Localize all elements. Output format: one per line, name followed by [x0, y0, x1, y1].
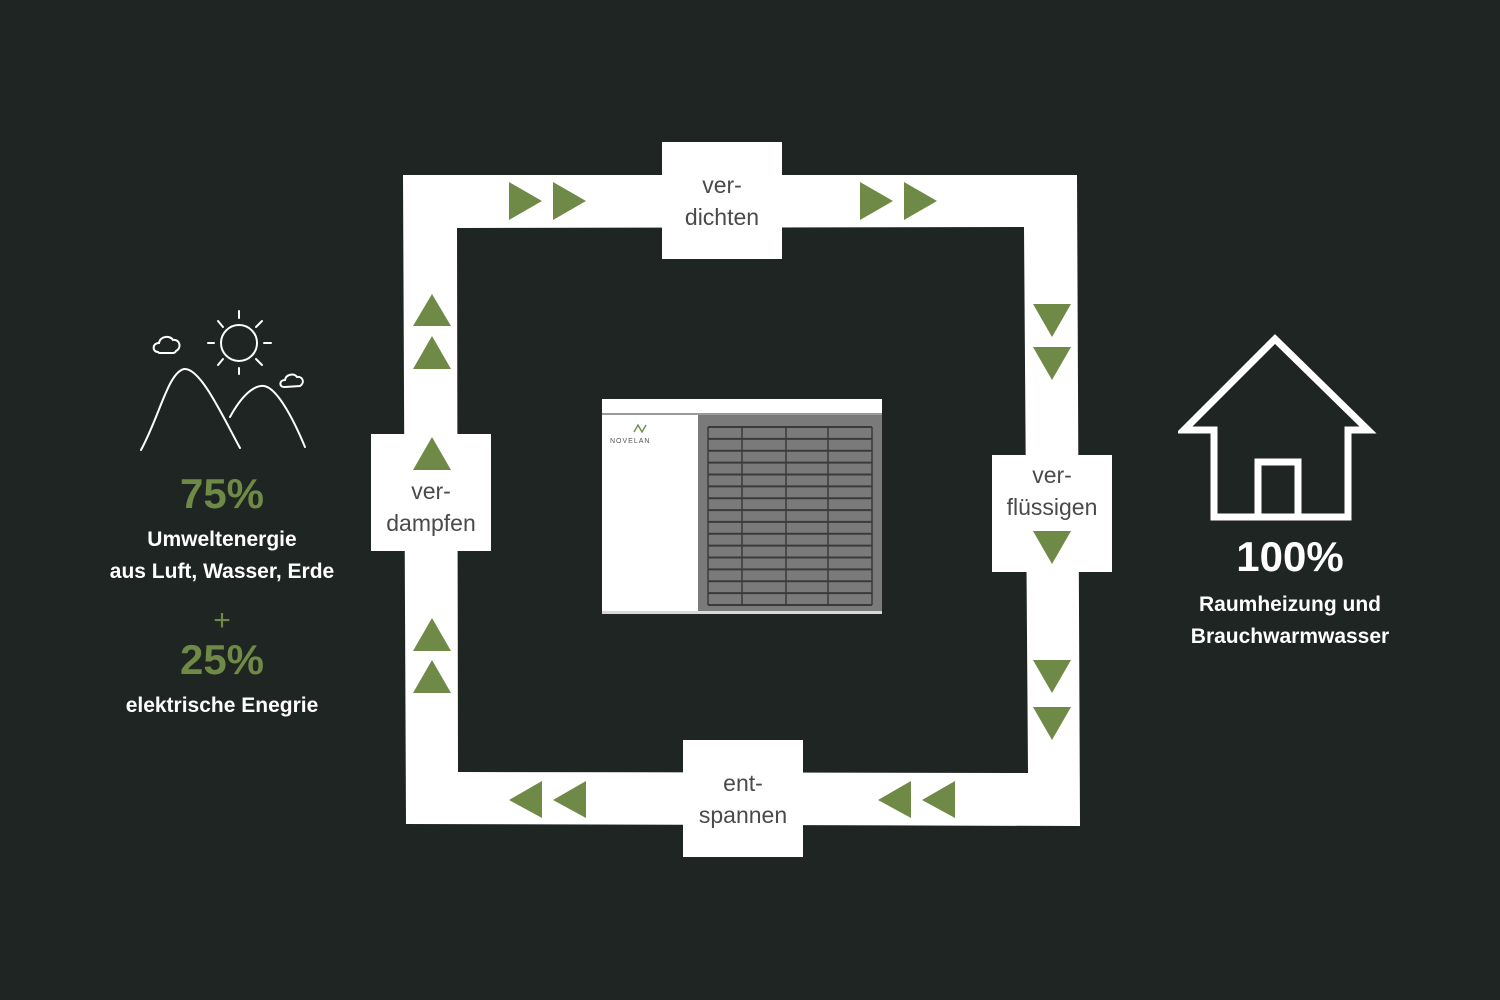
- output-label-line2: Brauchwarmwasser: [1190, 625, 1390, 648]
- electric-percent: 25%: [179, 636, 265, 683]
- flow-arrow-up-icon: [413, 437, 451, 470]
- step-compress-line2: dichten: [684, 203, 760, 230]
- house-icon: [1178, 334, 1377, 521]
- flow-arrow-left-icon: [878, 781, 911, 818]
- plus-sign: +: [213, 604, 231, 637]
- step-expand: ent- spannen: [683, 740, 803, 857]
- flow-arrow-left-icon: [509, 781, 542, 818]
- step-expand-line1: ent-: [723, 769, 763, 796]
- flow-arrow-up-icon: [413, 336, 451, 369]
- environment-label-line2: aus Luft, Wasser, Erde: [109, 560, 335, 583]
- output-percent: 100%: [1236, 533, 1344, 580]
- step-condense-line2: flüssigen: [1006, 494, 1098, 520]
- heat-pump-unit-illustration: [602, 399, 882, 614]
- flow-arrow-right-icon: [553, 182, 586, 220]
- brand-logo-text: NOVELAN: [610, 438, 651, 445]
- ventilation-grille: [707, 426, 873, 606]
- flow-arrow-up-icon: [413, 660, 451, 693]
- flow-arrow-down-icon: [1033, 707, 1071, 740]
- flow-arrow-down-icon: [1033, 660, 1071, 693]
- step-evaporate-line1: ver-: [411, 478, 451, 504]
- flow-arrow-left-icon: [922, 781, 955, 818]
- flow-arrow-down-icon: [1033, 347, 1071, 380]
- step-compress: ver- dichten: [662, 142, 782, 259]
- step-condense: ver- flüssigen: [992, 455, 1112, 572]
- flow-arrow-up-icon: [413, 294, 451, 326]
- output-label-line1: Raumheizung und: [1199, 593, 1381, 616]
- cloud-icon: [279, 373, 304, 388]
- flow-arrow-left-icon: [553, 781, 586, 818]
- landscape-sun-mountains-icon: [140, 310, 306, 451]
- heat-pump-unit: NOVELAN: [602, 399, 882, 615]
- output-label: Raumheizung und Brauchwarmwasser: [1140, 589, 1440, 653]
- flow-arrow-right-icon: [509, 182, 542, 220]
- flow-arrow-right-icon: [904, 182, 937, 220]
- environment-label: Umweltenergie aus Luft, Wasser, Erde: [72, 524, 372, 588]
- step-expand-line2: spannen: [698, 801, 788, 828]
- flow-arrow-down-icon: [1033, 304, 1071, 337]
- mountain-icon: [229, 384, 306, 448]
- environment-label-line1: Umweltenergie: [147, 528, 297, 551]
- step-evaporate-line2: dampfen: [386, 510, 476, 536]
- environment-percent: 75%: [179, 470, 265, 517]
- brand-logo-mark: [633, 423, 647, 434]
- step-compress-line1: ver-: [702, 171, 742, 198]
- flow-arrow-right-icon: [860, 182, 893, 220]
- flow-arrow-up-icon: [413, 618, 451, 651]
- sun-icon: [220, 324, 258, 362]
- flow-arrow-down-icon: [1033, 531, 1071, 564]
- electric-label: elektrische Enegrie: [125, 694, 319, 717]
- door-icon: [1254, 458, 1302, 521]
- cloud-icon: [152, 335, 181, 354]
- mountain-icon: [140, 368, 241, 451]
- step-condense-line1: ver-: [1032, 462, 1072, 488]
